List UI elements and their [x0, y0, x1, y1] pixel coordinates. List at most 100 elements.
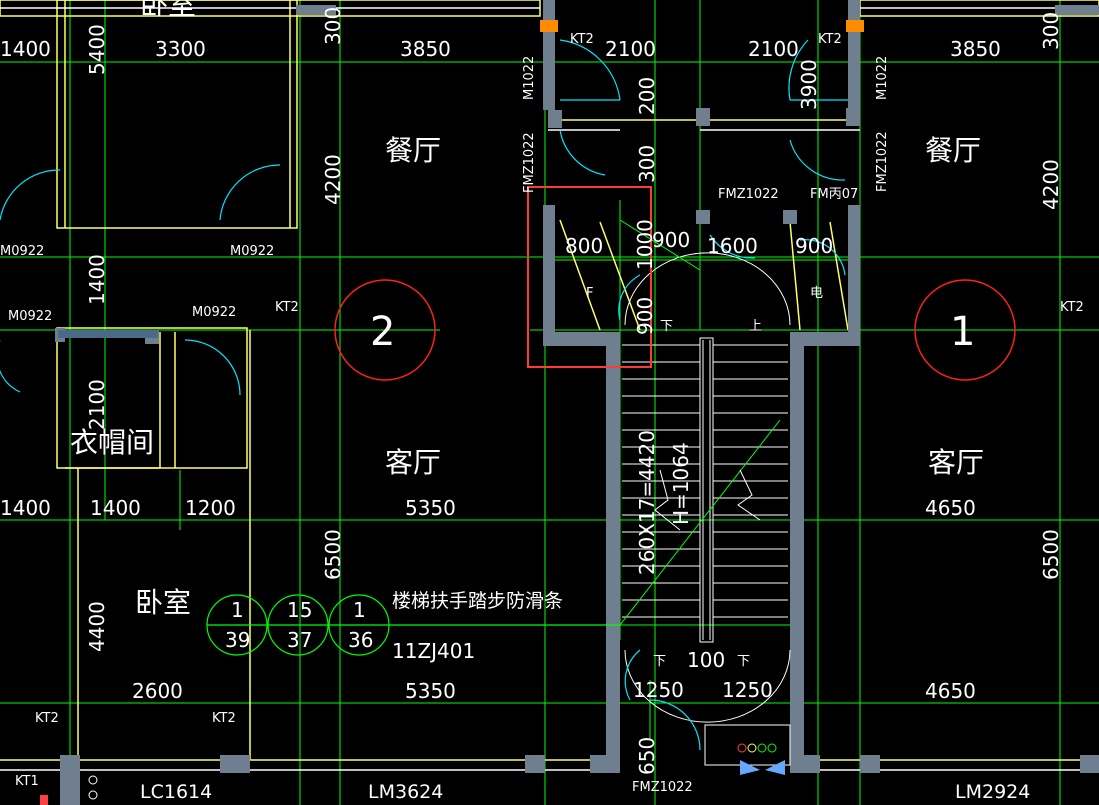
door-m1022-left: M1022 — [522, 56, 537, 100]
dim-v-900: 900 — [633, 297, 657, 335]
core-walls — [55, 0, 1099, 805]
detail-refs — [206, 594, 620, 656]
door-m0922-c: M0922 — [8, 309, 52, 324]
detail-ref1-top: 1 — [231, 598, 244, 622]
dim-row2-c: 1200 — [185, 496, 236, 520]
kt-tags: KT2 KT2 KT2 KT2 KT2 KT2 KT1 — [15, 32, 1084, 789]
axis-label-1: 1 — [950, 309, 975, 355]
dim-top-d: 2100 — [605, 37, 656, 61]
dim-v-5400: 5400 — [85, 24, 109, 75]
dim-top-b: 3300 — [155, 37, 206, 61]
dim-stair-run: 260X17=4420 — [635, 430, 659, 575]
dim-v-300a: 300 — [321, 7, 345, 45]
dim-mid-a: 800 — [565, 234, 603, 258]
door-fmz1022-vl: FMZ1022 — [522, 132, 537, 193]
room-bedroom-bottom: 卧室 — [135, 586, 191, 619]
door-fmz1022-h: FMZ1022 — [718, 187, 779, 202]
dim-stair-gap: 100 — [687, 648, 725, 672]
dim-v-300b: 300 — [1039, 12, 1063, 50]
dim-row3-c: 4650 — [925, 679, 976, 703]
room-cloakroom: 衣帽间 — [70, 426, 154, 459]
dim-v-200: 200 — [635, 77, 659, 115]
dim-v-6500a: 6500 — [321, 529, 345, 580]
door-m1022-right: M1022 — [875, 56, 890, 100]
dim-v-2100: 2100 — [85, 379, 109, 430]
door-fm07: FM丙07 — [810, 187, 858, 202]
stair-down-bot: 下 — [653, 654, 666, 669]
kt2-c: KT2 — [275, 300, 299, 315]
dim-mid-b: 900 — [652, 228, 690, 252]
door-m0922-d: M0922 — [192, 305, 236, 320]
door-tags: M1022 M1022 FMZ1022 FMZ1022 FMZ1022 FM丙0… — [0, 56, 1030, 803]
dim-row2-a: 1400 — [0, 496, 51, 520]
dim-stair-h: H=1064 — [669, 442, 693, 525]
dim-mid-c: 1600 — [707, 234, 758, 258]
dim-v-1000: 1000 — [633, 219, 657, 270]
equipment — [40, 724, 791, 805]
detail-ref3-top: 1 — [353, 598, 366, 622]
dim-v-4200a: 4200 — [321, 154, 345, 205]
kt2-a: KT2 — [570, 32, 594, 47]
window-lc1614: LC1614 — [140, 781, 212, 803]
window-lm2924: LM2924 — [955, 781, 1030, 803]
stair-landing-arc — [619, 219, 791, 723]
dim-v-4200b: 4200 — [1039, 159, 1063, 210]
room-labels: 卧室 餐厅 餐厅 衣帽间 客厅 客厅 卧室 F 电 — [70, 0, 984, 619]
detail-note-text: 楼梯扶手踏步防滑条 — [392, 590, 563, 612]
dim-top-a: 1400 — [0, 37, 51, 61]
room-living-right: 客厅 — [928, 446, 984, 479]
room-dining-left: 餐厅 — [385, 134, 441, 167]
room-shaft-f: F — [586, 286, 593, 301]
stair-down-bot2: 下 — [737, 654, 750, 669]
stair-down-top: 下 — [660, 319, 673, 334]
dim-row3-a: 2600 — [132, 679, 183, 703]
door-fmz1022-bottom: FMZ1022 — [632, 780, 693, 795]
room-dining-right: 餐厅 — [925, 134, 981, 167]
dim-v-300c: 300 — [635, 145, 659, 183]
dim-v-1400: 1400 — [85, 254, 109, 305]
axis-circle-1 — [914, 279, 1016, 381]
door-m0922-a: M0922 — [0, 244, 44, 259]
door-swings — [0, 39, 848, 751]
door-m0922-b: M0922 — [230, 244, 274, 259]
kt1: KT1 — [15, 774, 39, 789]
dimensions-vertical: 5400 300 200 3900 300 4200 300 4200 1400… — [85, 7, 1063, 775]
axis-label-2: 2 — [370, 309, 395, 355]
dim-v-4400: 4400 — [85, 601, 109, 652]
detail-note: 楼梯扶手踏步防滑条 11ZJ401 1 39 15 37 1 36 — [225, 590, 563, 663]
door-fmz1022-vr: FMZ1022 — [875, 131, 890, 192]
dim-mid-d: 900 — [795, 234, 833, 258]
kt2-f: KT2 — [212, 711, 236, 726]
detail-ref1-bot: 39 — [225, 628, 250, 652]
room-shaft-e: 电 — [810, 286, 823, 301]
stair — [699, 337, 714, 643]
room-living-left: 客厅 — [385, 446, 441, 479]
stair-treads — [622, 344, 788, 618]
detail-atlas: 11ZJ401 — [392, 639, 475, 663]
detail-ref2-top: 15 — [287, 598, 312, 622]
stair-direction: 下 上 下 下 — [653, 319, 762, 669]
dim-v-3900: 3900 — [797, 59, 821, 110]
dim-top-c: 3850 — [400, 37, 451, 61]
room-bedroom-top: 卧室 — [140, 0, 196, 21]
kt2-e: KT2 — [35, 711, 59, 726]
kt2-d: KT2 — [1060, 300, 1084, 315]
dim-stair-w2: 1250 — [722, 678, 773, 702]
kt2-b: KT2 — [818, 32, 842, 47]
dim-row2-d: 5350 — [405, 496, 456, 520]
axis-circle-2 — [334, 279, 436, 381]
axis-markers: 2 1 — [334, 279, 1016, 381]
dim-row3-b: 5350 — [405, 679, 456, 703]
dim-row2-b: 1400 — [90, 496, 141, 520]
dim-v-650: 650 — [635, 737, 659, 775]
dimensions-horizontal: 1400 3300 3850 2100 2100 3850 800 900 16… — [0, 37, 1001, 703]
stair-up-top: 上 — [749, 319, 762, 334]
window-lm3624: LM3624 — [368, 781, 443, 803]
dim-row2-e: 4650 — [925, 496, 976, 520]
dim-v-6500b: 6500 — [1039, 529, 1063, 580]
dim-stair-w1: 1250 — [633, 678, 684, 702]
detail-ref3-bot: 36 — [348, 628, 373, 652]
highlight-box[interactable] — [527, 186, 652, 368]
dim-top-e: 2100 — [748, 37, 799, 61]
